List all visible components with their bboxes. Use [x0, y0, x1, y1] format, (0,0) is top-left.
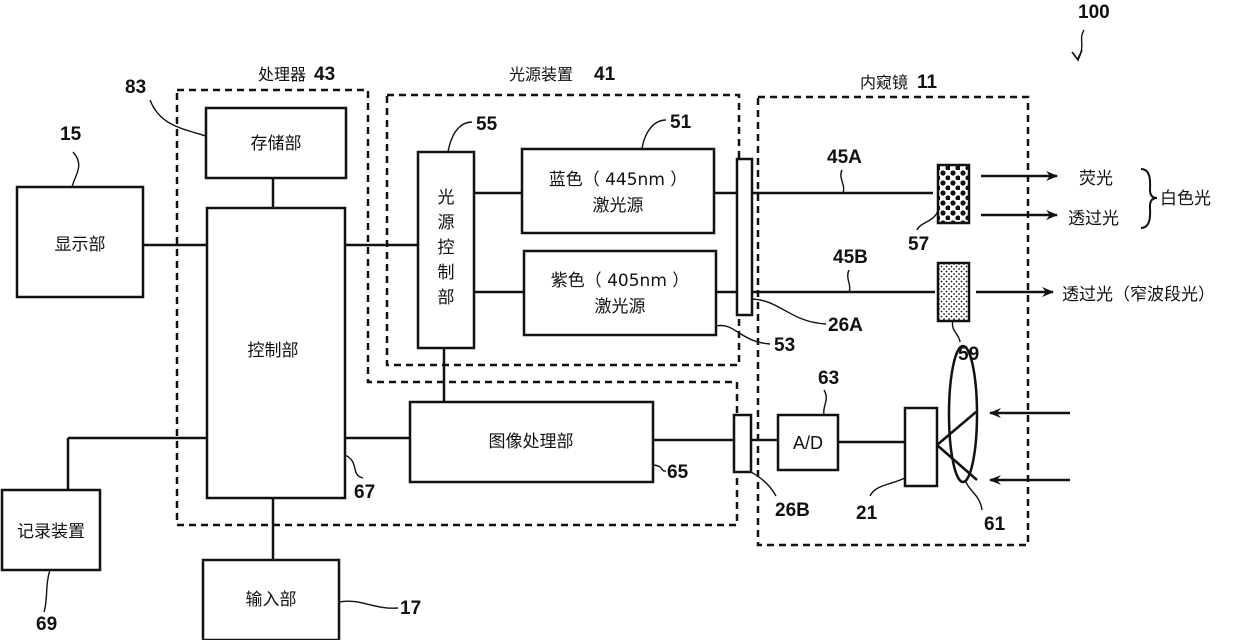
display-ref: 15 [60, 124, 82, 145]
light-control-ref-leader [448, 122, 472, 152]
svg-text:存储部: 存储部 [251, 134, 302, 154]
recorder-ref-leader [44, 570, 50, 612]
endoscope-group-outline [758, 97, 1028, 545]
storage-block: 存储部 [206, 108, 346, 178]
svg-text:部: 部 [438, 288, 455, 308]
light-source-device-label: 光源装置 41 [509, 64, 616, 85]
control-block: 控制部 [207, 208, 345, 498]
phosphor-ref: 57 [908, 234, 929, 255]
storage-ref: 83 [125, 77, 146, 98]
image-sensor-ref: 21 [856, 503, 878, 524]
fiber-45a-ref: 45A [827, 147, 862, 168]
input-ref-leader [339, 601, 398, 608]
connector-26b-ref: 26B [775, 500, 810, 521]
lens-ref: 61 [984, 514, 1006, 535]
svg-text:图像处理部: 图像处理部 [489, 432, 574, 452]
image-processing-ref: 65 [667, 462, 689, 483]
svg-text:11: 11 [917, 72, 938, 93]
svg-text:激光源: 激光源 [595, 297, 646, 317]
svg-text:制: 制 [438, 263, 455, 283]
fluorescence-label: 荧光 [1079, 169, 1113, 189]
svg-text:紫色（ 405nm ）: 紫色（ 405nm ） [551, 271, 690, 291]
blue-laser-ref: 51 [670, 112, 692, 133]
display-block: 显示部 [17, 187, 143, 297]
connector-26b [734, 415, 751, 472]
svg-text:记录装置: 记录装置 [17, 522, 85, 542]
recorder-ref: 69 [36, 614, 57, 635]
svg-text:控: 控 [438, 238, 455, 258]
control-ref-leader [345, 455, 363, 478]
svg-text:43: 43 [314, 64, 335, 85]
fiber-45a-ref-leader [841, 170, 844, 193]
violet-laser-block: 紫色（ 405nm ） 激光源 [524, 251, 716, 335]
svg-text:显示部: 显示部 [55, 235, 106, 255]
phosphor-57 [938, 165, 969, 223]
svg-text:处理器: 处理器 [258, 65, 306, 84]
svg-text:输入部: 输入部 [246, 590, 297, 610]
recorder-block: 记录装置 [2, 490, 100, 570]
violet-laser-ref-leader [716, 325, 770, 344]
svg-text:内窥镜: 内窥镜 [860, 73, 908, 92]
svg-text:控制部: 控制部 [248, 341, 299, 361]
transmitted-label: 透过光 [1068, 209, 1119, 229]
endoscope-group-label: 内窥镜 11 [860, 72, 938, 93]
ad-converter-block: A/D [778, 415, 838, 470]
narrowband-label: 透过光（窄波段光） [1062, 285, 1215, 305]
white-light-brace-icon [1141, 169, 1157, 228]
connector-26a [737, 159, 752, 315]
connector-26a-ref-leader [752, 299, 826, 324]
connector-26a-ref: 26A [828, 315, 863, 336]
display-ref-leader [72, 152, 79, 187]
control-ref: 67 [354, 482, 375, 503]
diffuser-59 [938, 263, 969, 321]
figure-ref-number: 100 [1078, 2, 1110, 23]
blue-laser-ref-leader [642, 120, 666, 149]
svg-text:光源装置: 光源装置 [509, 65, 573, 84]
svg-text:蓝色（ 445nm ）: 蓝色（ 445nm ） [549, 170, 688, 190]
lens-ref-leader [966, 482, 982, 510]
svg-text:源: 源 [438, 213, 455, 233]
input-block: 输入部 [203, 560, 339, 640]
blue-laser-block: 蓝色（ 445nm ） 激光源 [522, 149, 714, 233]
image-processing-block: 图像处理部 [410, 402, 653, 482]
phosphor-ref-leader [917, 210, 938, 230]
image-sensor-ref-leader [870, 478, 905, 496]
ad-converter-ref-leader [824, 390, 827, 415]
processor-group-label: 处理器 43 [258, 64, 335, 85]
image-processing-ref-leader [653, 465, 666, 471]
violet-laser-ref: 53 [774, 335, 795, 356]
image-sensor-21 [905, 408, 937, 486]
objective-lens-61 [937, 346, 977, 482]
fiber-45b-ref: 45B [833, 247, 868, 268]
diffuser-ref: 59 [958, 344, 979, 365]
diffuser-ref-leader [952, 321, 960, 342]
light-control-block: 光 源 控 制 部 [418, 152, 474, 348]
light-control-ref: 55 [476, 114, 498, 135]
fiber-45b-ref-leader [848, 270, 850, 292]
ad-converter-ref: 63 [818, 368, 839, 389]
input-ref: 17 [400, 598, 421, 619]
connector-26b-ref-leader [751, 472, 776, 496]
svg-text:光: 光 [438, 188, 455, 208]
white-light-label: 白色光 [1160, 189, 1211, 209]
svg-text:41: 41 [594, 64, 616, 85]
svg-text:激光源: 激光源 [593, 196, 644, 216]
svg-text:A/D: A/D [793, 433, 823, 453]
